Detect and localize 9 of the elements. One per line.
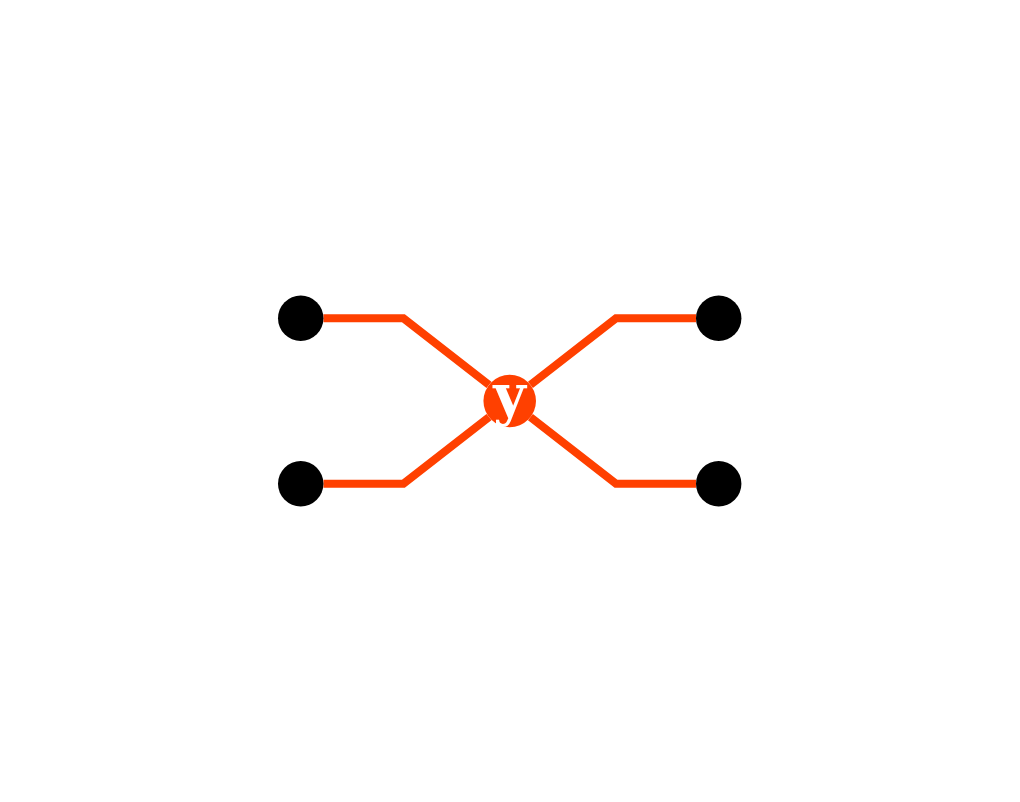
node-circle bbox=[278, 461, 324, 507]
node-circle bbox=[696, 295, 742, 341]
connector bbox=[528, 314, 697, 389]
connector bbox=[323, 314, 492, 389]
connector bbox=[323, 413, 492, 488]
node-circle: y bbox=[483, 374, 537, 428]
node-circle bbox=[696, 461, 742, 507]
connector bbox=[528, 413, 697, 488]
node-circle bbox=[278, 295, 324, 341]
